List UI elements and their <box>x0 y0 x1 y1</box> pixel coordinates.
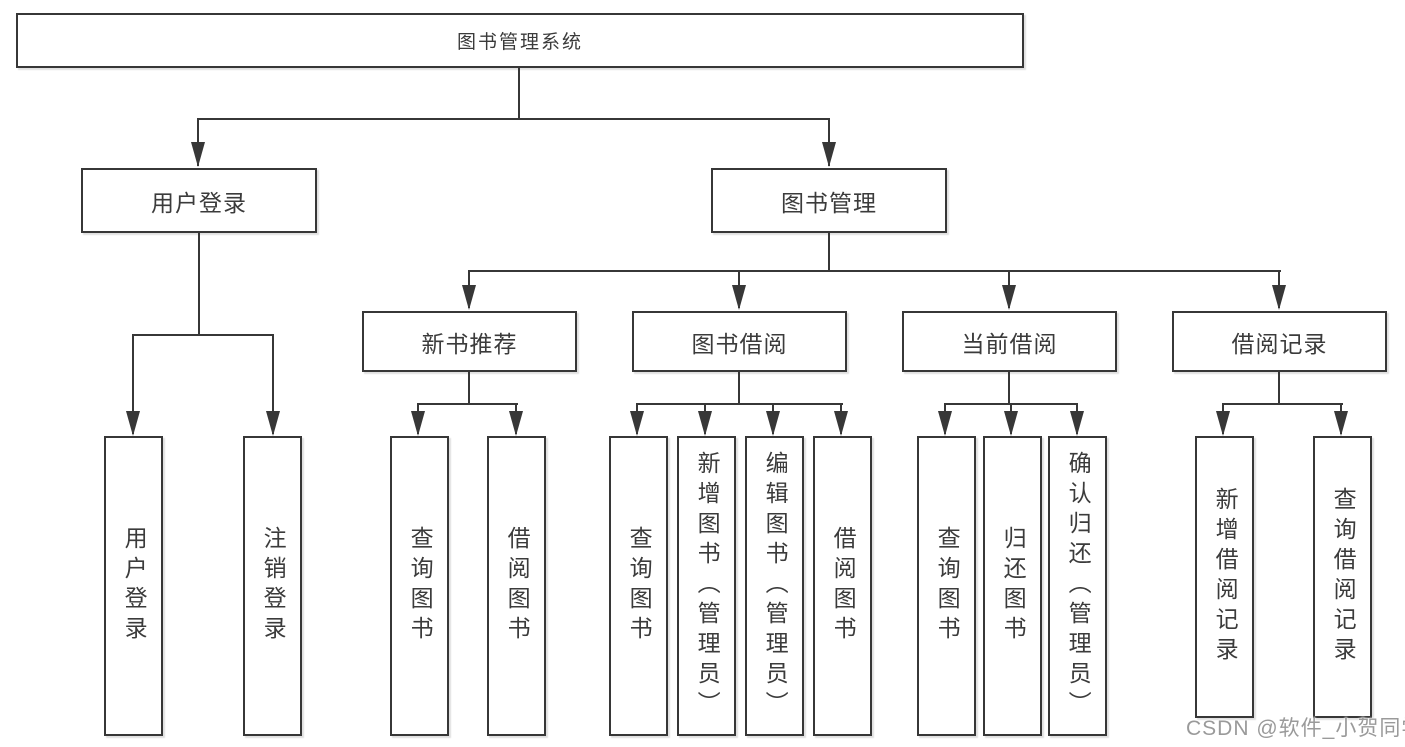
leaf-label: 查询图书 <box>626 526 653 646</box>
leaf-logout: 注销登录 <box>243 436 302 736</box>
connector-current-borrow-trunk <box>1008 372 1010 405</box>
node-label: 图书管理 <box>781 189 877 216</box>
arrowhead-down-icon <box>411 411 425 436</box>
connector-borrow-records-trunk <box>1278 372 1280 405</box>
node-book-management: 图书管理 <box>711 168 947 233</box>
csdn-watermark: CSDN @软件_小贺同学 <box>1186 717 1405 740</box>
connector-stem-leaf-logout <box>272 334 274 434</box>
arrowhead-down-icon <box>938 411 952 436</box>
leaf-label: 查询图书 <box>407 526 434 646</box>
leaf-label: 查询图书 <box>934 526 961 646</box>
leaf-query-books-2: 查询图书 <box>609 436 668 736</box>
connector-book-borrow-split <box>637 403 843 405</box>
leaf-query-borrow-record: 查询借阅记录 <box>1313 436 1372 718</box>
arrowhead-down-icon <box>1002 285 1016 310</box>
node-borrowing-records: 借阅记录 <box>1172 311 1387 372</box>
arrowhead-down-icon <box>191 142 205 167</box>
leaf-label: 归还图书 <box>1000 526 1027 646</box>
leaf-add-borrow-record: 新增借阅记录 <box>1195 436 1254 718</box>
connector-user-login-split <box>133 334 274 336</box>
arrowhead-down-icon <box>1272 285 1286 310</box>
arrowhead-down-icon <box>630 411 644 436</box>
leaf-query-books-3: 查询图书 <box>917 436 976 736</box>
node-new-book-recommend: 新书推荐 <box>362 311 577 372</box>
arrowhead-down-icon <box>1004 411 1018 436</box>
leaf-label: 编辑图书（管理员） <box>762 451 789 721</box>
arrowhead-down-icon <box>822 142 836 167</box>
connector-root-trunk <box>518 68 520 120</box>
node-user-login: 用户登录 <box>81 168 317 233</box>
connector-user-login-trunk <box>198 233 200 336</box>
node-label: 借阅记录 <box>1231 330 1328 357</box>
connector-level3-split <box>469 270 1281 272</box>
leaf-add-books-admin: 新增图书（管理员） <box>677 436 736 736</box>
connector-book-borrow-trunk <box>738 372 740 405</box>
arrowhead-down-icon <box>509 411 523 436</box>
leaf-label: 确认归还（管理员） <box>1065 451 1092 721</box>
connector-book-mgmt-trunk <box>828 233 830 272</box>
leaf-borrow-books-2: 借阅图书 <box>813 436 872 736</box>
leaf-query-books-1: 查询图书 <box>390 436 449 736</box>
node-label: 图书借阅 <box>691 330 788 357</box>
arrowhead-down-icon <box>834 411 848 436</box>
arrowhead-down-icon <box>266 411 280 436</box>
leaf-label: 注销登录 <box>260 526 287 646</box>
leaf-return-books: 归还图书 <box>983 436 1042 736</box>
node-label: 当前借阅 <box>961 330 1058 357</box>
leaf-confirm-return-admin: 确认归还（管理员） <box>1048 436 1107 736</box>
leaf-label: 新增借阅记录 <box>1212 487 1239 667</box>
leaf-borrow-books-1: 借阅图书 <box>487 436 546 736</box>
leaf-user-login: 用户登录 <box>104 436 163 736</box>
arrowhead-down-icon <box>462 285 476 310</box>
node-root-library-system: 图书管理系统 <box>16 13 1024 68</box>
arrowhead-down-icon <box>766 411 780 436</box>
node-label: 图书管理系统 <box>456 32 583 53</box>
node-book-borrowing: 图书借阅 <box>632 311 847 372</box>
arrowhead-down-icon <box>1216 411 1230 436</box>
node-current-borrowing: 当前借阅 <box>902 311 1117 372</box>
arrowhead-down-icon <box>1334 411 1348 436</box>
connector-level2-split <box>198 118 830 120</box>
connector-stem-leaf-login <box>132 334 134 434</box>
leaf-label: 用户登录 <box>121 526 148 646</box>
node-label: 用户登录 <box>151 189 247 216</box>
arrowhead-down-icon <box>126 411 140 436</box>
node-label: 新书推荐 <box>421 330 518 357</box>
leaf-label: 借阅图书 <box>504 526 531 646</box>
connector-new-book-split <box>418 403 518 405</box>
leaf-label: 借阅图书 <box>830 526 857 646</box>
arrowhead-down-icon <box>698 411 712 436</box>
leaf-label: 新增图书（管理员） <box>694 451 721 721</box>
leaf-label: 查询借阅记录 <box>1330 487 1357 667</box>
leaf-edit-books-admin: 编辑图书（管理员） <box>745 436 804 736</box>
arrowhead-down-icon <box>732 285 746 310</box>
connector-new-book-trunk <box>468 372 470 405</box>
connector-borrow-records-split <box>1223 403 1343 405</box>
arrowhead-down-icon <box>1070 411 1084 436</box>
